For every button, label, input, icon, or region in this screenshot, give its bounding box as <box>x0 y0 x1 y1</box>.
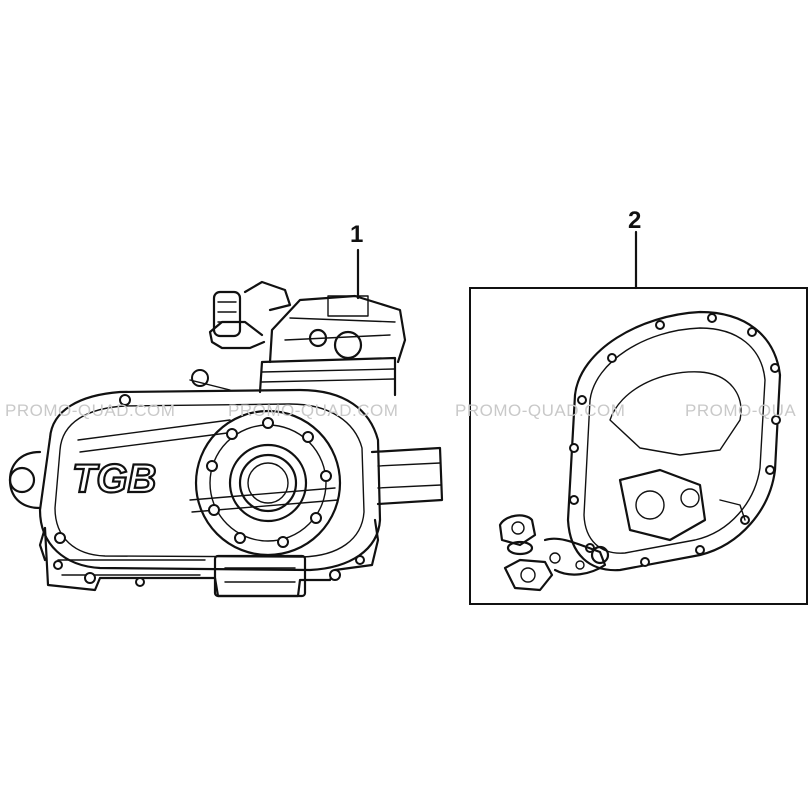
watermark-4: PROMO-QUA <box>685 401 796 420</box>
watermark-row: PROMO-QUAD.COM PROMO-QUAD.COM PROMO-QUAD… <box>5 401 796 420</box>
watermark-2: PROMO-QUAD.COM <box>228 401 398 420</box>
engine-logo: TGB <box>72 457 156 501</box>
gasket-set-drawing <box>498 310 782 592</box>
gasket-holes <box>569 313 781 567</box>
watermark-1: PROMO-QUAD.COM <box>5 401 175 420</box>
callout-number-1: 1 <box>350 221 363 248</box>
callout-number-2: 2 <box>628 207 641 234</box>
cover-bolts <box>206 417 332 548</box>
watermark-3: PROMO-QUAD.COM <box>455 401 625 420</box>
gasket-set-frame <box>469 287 808 605</box>
engine-assembly-drawing: TGB <box>8 280 444 598</box>
